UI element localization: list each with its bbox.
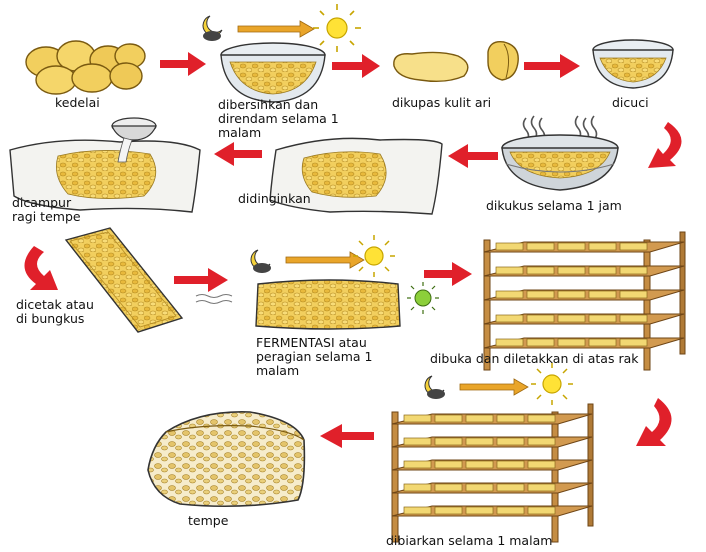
tempe-tray: [528, 438, 555, 445]
tempe-tray: [404, 507, 431, 514]
tempe-tray: [620, 243, 647, 250]
tempe-tray: [496, 339, 523, 346]
tempe-tray: [620, 315, 647, 322]
flow-arrow-9: [424, 262, 472, 286]
step-label-dibiarkan: dibiarkan selama 1 malam: [386, 534, 552, 548]
tempe-tray: [589, 291, 616, 298]
flow-arrow-2: [332, 54, 380, 78]
tempe-tray: [528, 507, 555, 514]
step-label-kedelai: kedelai: [55, 96, 100, 110]
tempe-tray: [435, 438, 462, 445]
tempe-tray: [527, 267, 554, 274]
moon-cloud-icon: [203, 16, 222, 41]
time-arrow-icon: [286, 252, 364, 268]
step-label-fermentasi: FERMENTASI atau peragian selama 1 malam: [256, 336, 373, 378]
flow-arrow-8: [174, 268, 228, 292]
tempe-tray: [558, 315, 585, 322]
step-label-dibuka: dibuka dan diletakkan di atas rak: [430, 352, 638, 366]
tempe-tray: [435, 461, 462, 468]
step-label-dikupas: dikupas kulit ari: [392, 96, 491, 110]
tempe-tray: [589, 315, 616, 322]
tempe-tray: [527, 339, 554, 346]
drying-rack-illustration: [484, 232, 685, 370]
flow-arrow-10: [636, 398, 672, 446]
tempe-tray: [528, 415, 555, 422]
moon-cloud-icon: [251, 250, 271, 273]
soybeans-illustration: [26, 41, 145, 94]
drying-rack-illustration: [392, 404, 593, 542]
step-label-tempe: tempe: [188, 514, 228, 528]
steamer-illustration: [502, 116, 618, 190]
tempe-tray: [589, 243, 616, 250]
step-label-didinginkan: didinginkan: [238, 192, 311, 206]
tempe-tray: [589, 267, 616, 274]
tempe-tray: [527, 291, 554, 298]
tempe-tray: [527, 315, 554, 322]
tempe-tray: [404, 415, 431, 422]
step-label-dicetak: dicetak atau di bungkus: [16, 298, 94, 326]
tempe-tray: [558, 267, 585, 274]
step-label-dicampur: dicampur ragi tempe: [12, 196, 81, 224]
time-arrow-icon: [238, 21, 314, 37]
tempe-tray: [527, 243, 554, 250]
tempe-tray: [404, 461, 431, 468]
tempe-tray: [466, 507, 493, 514]
tempe-block-illustration: [148, 412, 304, 506]
flow-arrow-5: [448, 144, 498, 168]
fermenting-block-illustration: [256, 280, 400, 329]
tempe-tray: [528, 484, 555, 491]
time-arrow-icon: [460, 379, 528, 395]
tempe-tray: [496, 291, 523, 298]
tempe-tray: [620, 267, 647, 274]
tempe-tray: [496, 267, 523, 274]
tempe-tray: [435, 415, 462, 422]
tempe-tray: [558, 243, 585, 250]
step-label-dibersihkan: dibersihkan dan direndam selama 1 malam: [218, 98, 339, 140]
tempe-tray: [404, 438, 431, 445]
tempe-tray: [558, 291, 585, 298]
rack-shelves: [484, 242, 684, 348]
soaking-bowl-illustration: [221, 43, 325, 102]
mold-spore-icon: [407, 282, 439, 314]
tempe-tray: [466, 484, 493, 491]
tempe-tray: [589, 339, 616, 346]
dehulled-beans-illustration: [394, 42, 518, 82]
tempe-tray: [466, 415, 493, 422]
tempe-tray: [497, 415, 524, 422]
washing-bowl-illustration: [593, 40, 673, 88]
flow-arrow-4: [648, 122, 682, 168]
flow-arrow-1: [160, 52, 206, 76]
sun-icon: [313, 4, 361, 52]
tempe-tray: [496, 315, 523, 322]
tempe-tray: [435, 484, 462, 491]
tempe-tray: [435, 507, 462, 514]
tempe-tray: [497, 438, 524, 445]
rack-shelves: [392, 414, 592, 516]
tempe-tray: [466, 438, 493, 445]
sun-icon: [531, 363, 573, 405]
tempe-tray: [620, 291, 647, 298]
tempe-tray: [497, 484, 524, 491]
sun-icon: [353, 235, 395, 277]
tempe-tray: [497, 461, 524, 468]
tempe-tray: [466, 461, 493, 468]
flow-arrow-11: [320, 424, 374, 448]
tempe-tray: [558, 339, 585, 346]
tempe-tray: [528, 461, 555, 468]
moon-cloud-icon: [425, 376, 445, 399]
tempe-tray: [497, 507, 524, 514]
tempe-tray: [404, 484, 431, 491]
step-label-dikukus: dikukus selama 1 jam: [486, 199, 622, 213]
flow-arrow-7: [24, 246, 58, 290]
flow-arrow-3: [524, 54, 580, 78]
flow-arrow-6: [214, 142, 262, 166]
step-label-dicuci: dicuci: [612, 96, 649, 110]
tempe-tray: [620, 339, 647, 346]
tempe-tray: [496, 243, 523, 250]
